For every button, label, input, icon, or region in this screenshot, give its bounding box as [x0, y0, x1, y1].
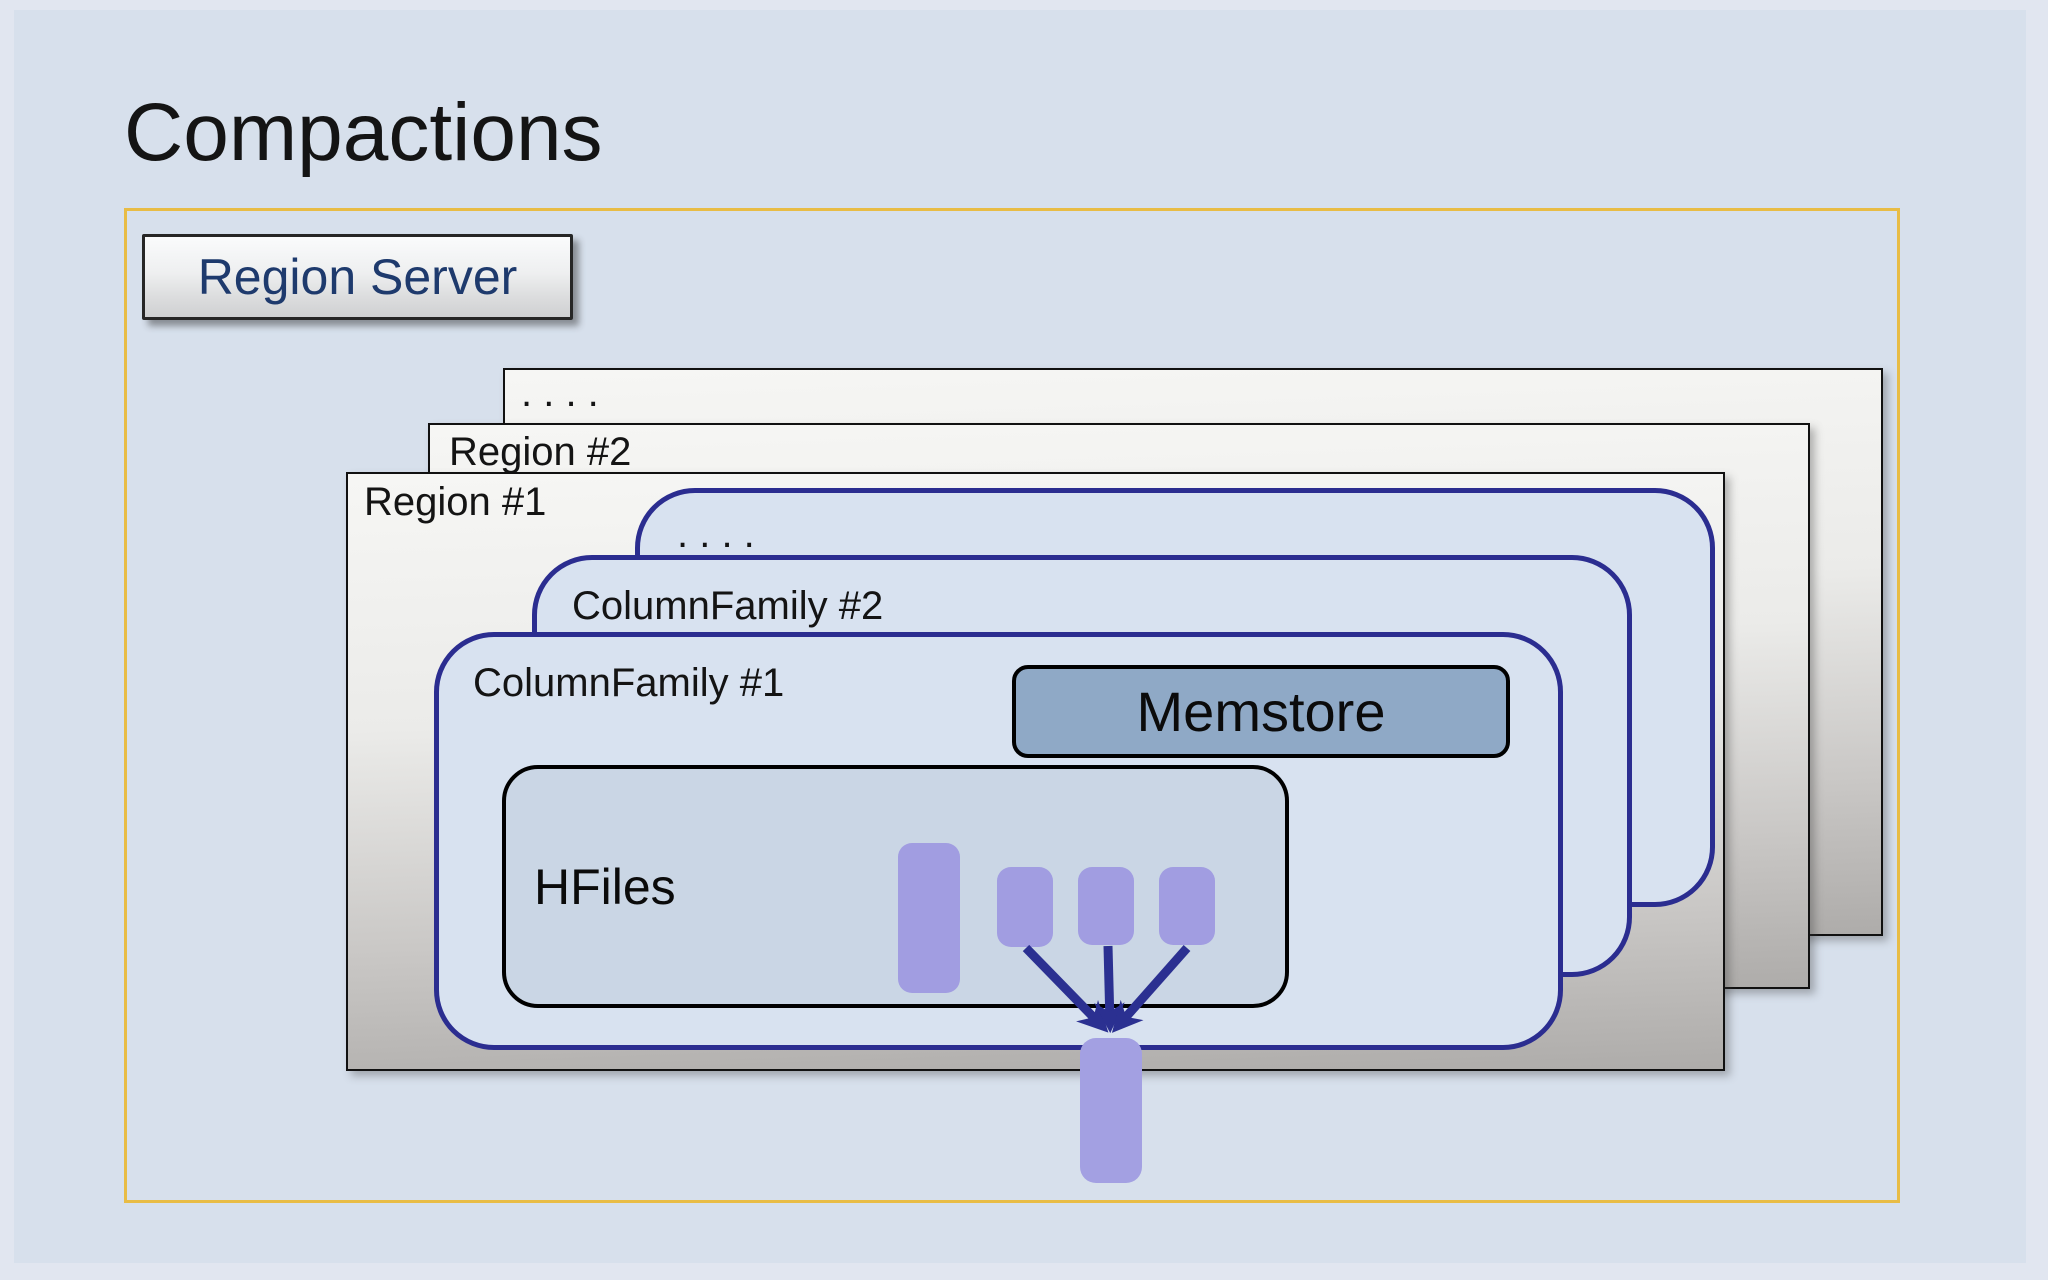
- hfile-block-small-2: [1078, 867, 1134, 945]
- region-more-label: . . . .: [521, 371, 599, 415]
- region-server-label-box: Region Server: [142, 234, 573, 320]
- memstore-box: Memstore: [1012, 665, 1510, 758]
- hfile-block-small-1: [997, 867, 1053, 947]
- hfile-block-small-3: [1159, 867, 1215, 945]
- compacted-hfile-block: [1080, 1038, 1142, 1183]
- column-family-2-label: ColumnFamily #2: [572, 584, 884, 628]
- hfile-block-large: [898, 843, 960, 993]
- memstore-label: Memstore: [1136, 680, 1386, 743]
- column-family-1-label: ColumnFamily #1: [473, 661, 785, 705]
- region-2-label: Region #2: [449, 430, 632, 474]
- region-1-label: Region #1: [364, 480, 547, 524]
- hfiles-label: HFiles: [534, 858, 676, 915]
- slide-title: Compactions: [124, 87, 603, 178]
- region-server-frame: [124, 208, 1900, 1203]
- region-server-label: Region Server: [197, 249, 518, 305]
- column-family-more-label: . . . .: [677, 512, 755, 556]
